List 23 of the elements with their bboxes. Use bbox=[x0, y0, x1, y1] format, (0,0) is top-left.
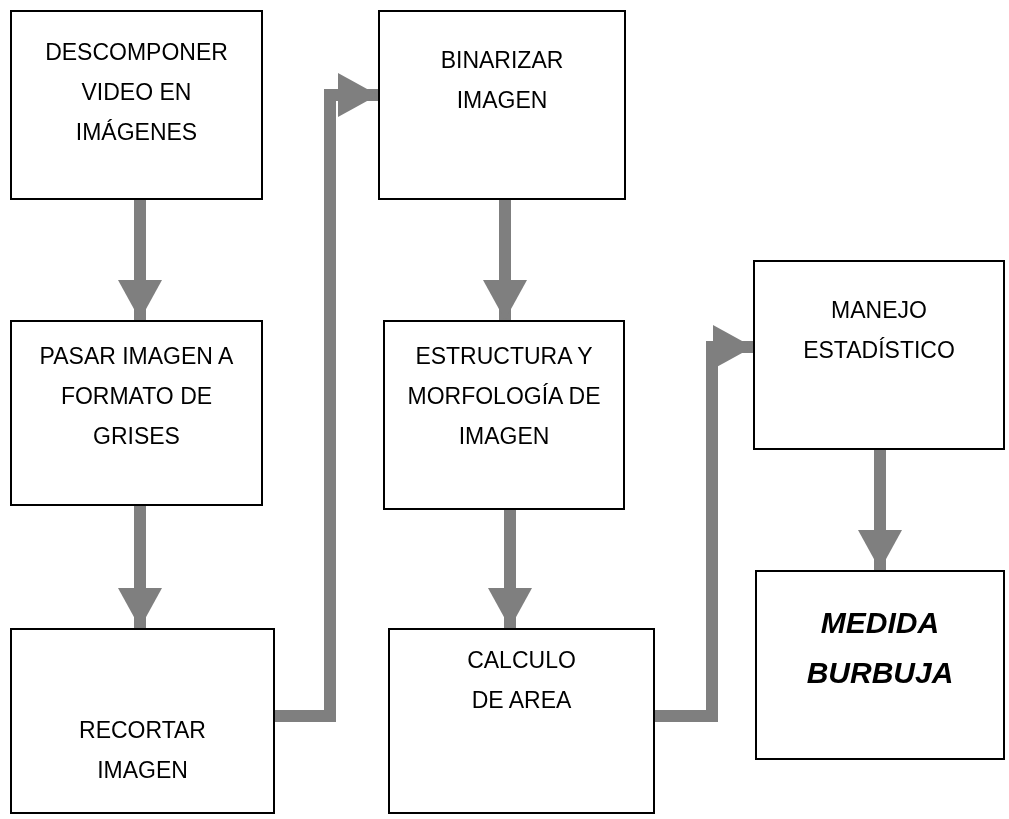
process-box bbox=[10, 628, 275, 814]
process-box bbox=[378, 10, 626, 200]
box-label: BINARIZAR IMAGEN bbox=[439, 46, 565, 115]
arrow bbox=[275, 73, 378, 722]
box-label: RECORTAR IMAGEN bbox=[78, 716, 207, 785]
box-label: DESCOMPONER VIDEO EN IMÁGENES bbox=[44, 38, 229, 147]
process-box bbox=[383, 320, 625, 510]
arrow bbox=[118, 506, 162, 628]
box-label: ESTRUCTURA Y MORFOLOGÍA DE IMAGEN bbox=[406, 342, 602, 451]
process-box bbox=[755, 570, 1005, 760]
box-label: PASAR IMAGEN A FORMATO DE GRISES bbox=[38, 342, 235, 451]
box-label: CALCULO DE AREA bbox=[466, 646, 577, 715]
arrow bbox=[483, 200, 527, 320]
process-box bbox=[753, 260, 1005, 450]
process-box bbox=[10, 320, 263, 506]
arrow bbox=[488, 510, 532, 628]
process-box bbox=[388, 628, 655, 814]
arrow bbox=[118, 200, 162, 320]
process-box bbox=[10, 10, 263, 200]
arrow bbox=[858, 450, 902, 570]
box-label: MEDIDA BURBUJA bbox=[805, 605, 955, 691]
box-label: MANEJO ESTADÍSTICO bbox=[802, 296, 956, 365]
arrow bbox=[655, 325, 753, 722]
